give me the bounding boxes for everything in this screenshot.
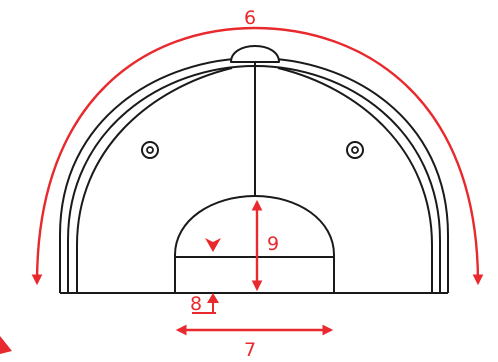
opening-arch [174, 195, 335, 293]
label-6: 6 [244, 7, 256, 29]
label-9: 9 [267, 233, 279, 255]
strap-indicator-mark [205, 238, 221, 252]
top-button [230, 45, 280, 63]
edge-red-marker [0, 336, 12, 354]
cap-seam-right [277, 67, 433, 293]
label-7: 7 [244, 339, 256, 361]
dimension-8-arrowhead [207, 293, 219, 303]
dimension-6-arc [31, 26, 484, 286]
eyelet-right [346, 141, 364, 159]
back-opening [174, 195, 335, 294]
cap-seam-left [76, 67, 233, 293]
label-8: 8 [190, 293, 202, 315]
eyelet-left [141, 141, 159, 159]
